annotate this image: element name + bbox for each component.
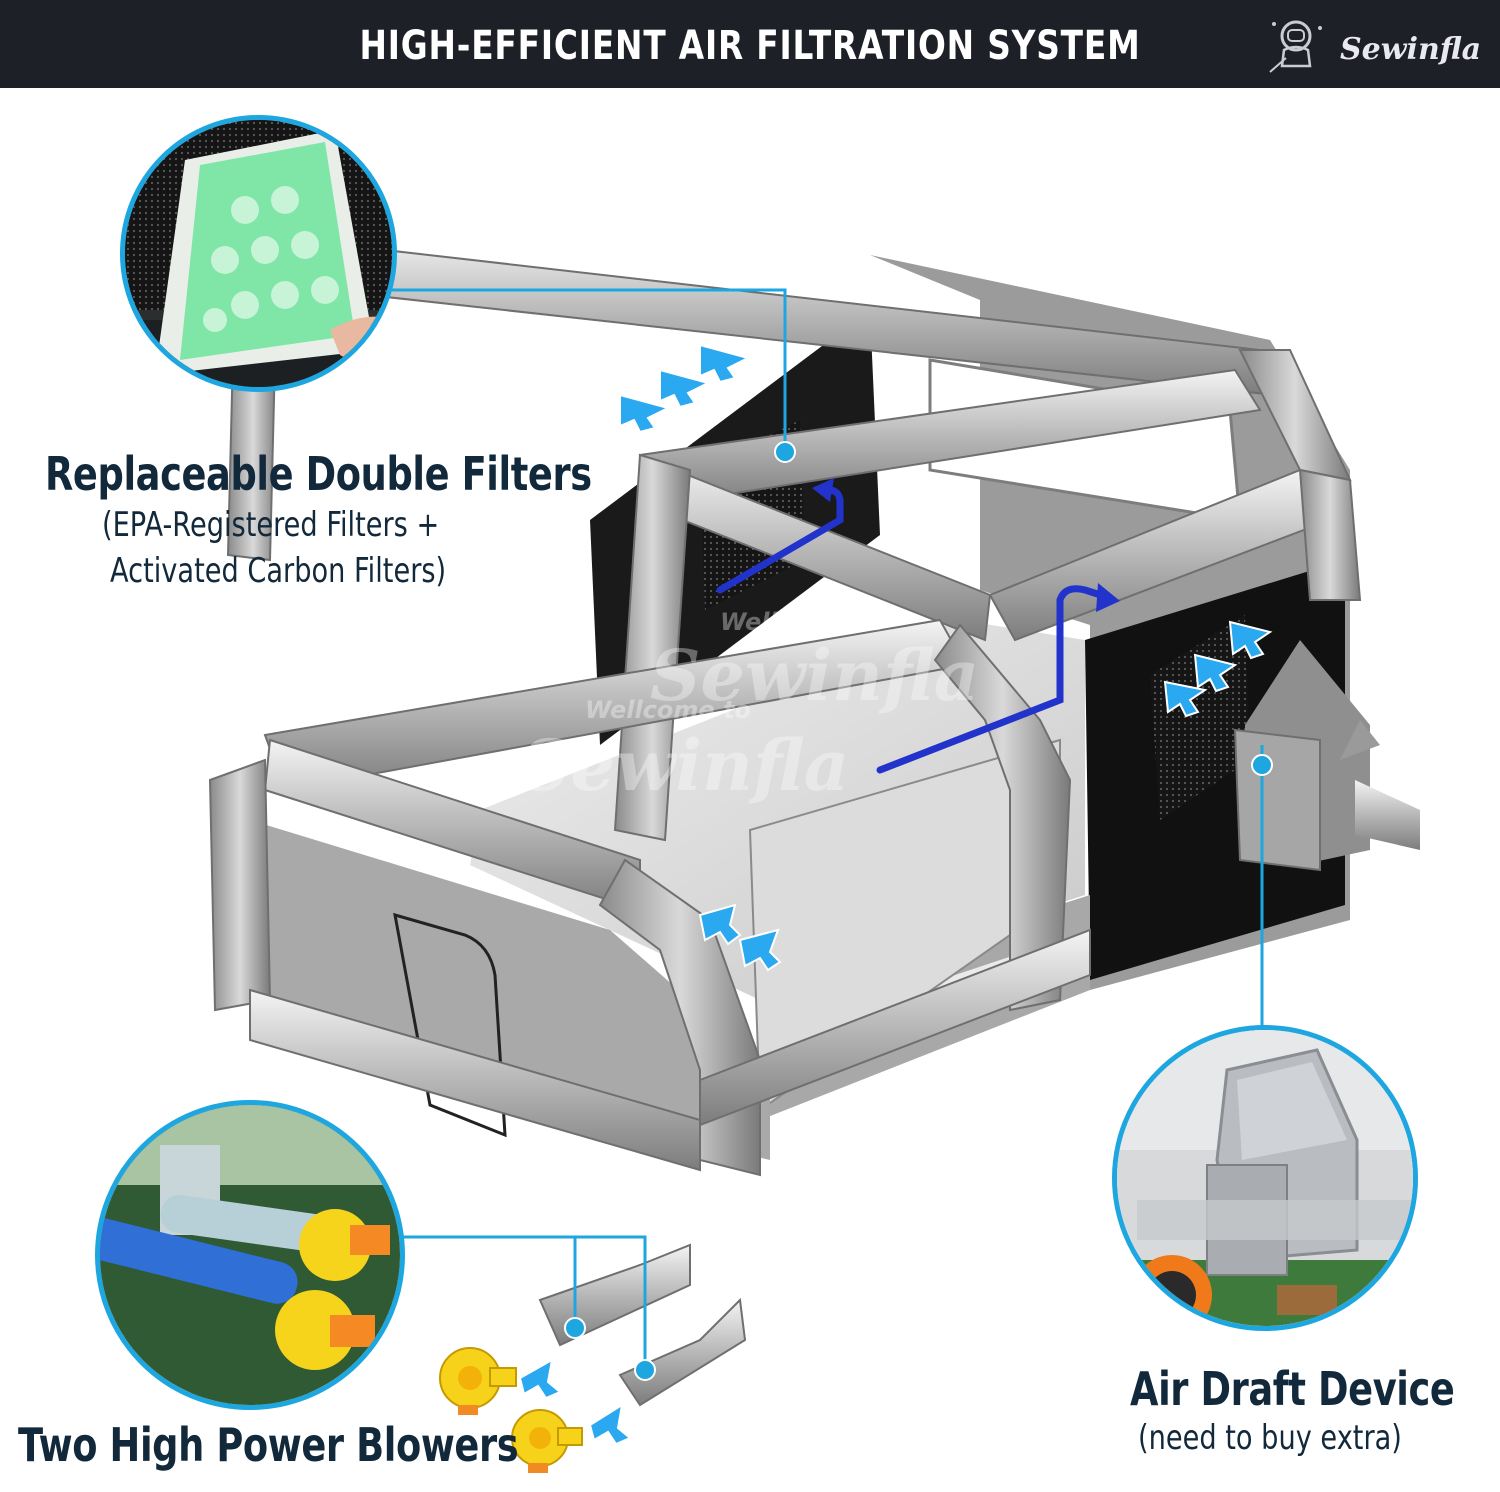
blower-inset-photo xyxy=(95,1100,405,1410)
draft-device-illustration xyxy=(1117,1030,1413,1326)
astronaut-icon xyxy=(1269,20,1322,73)
svg-text:Wellcome to: Wellcome to xyxy=(720,608,886,636)
airflow-arrows xyxy=(518,343,1273,1446)
draft-inset-photo xyxy=(1112,1025,1418,1331)
filters-title: Replaceable Double Filters xyxy=(45,447,592,501)
filter-inset-photo xyxy=(120,115,397,392)
draft-note: (need to buy extra) xyxy=(1138,1418,1402,1458)
callout-lines xyxy=(392,288,1264,1370)
header-bar: HIGH-EFFICIENT AIR FILTRATION SYSTEM Sew… xyxy=(0,0,1500,88)
svg-text:Sewinfla: Sewinfla xyxy=(520,724,849,807)
filters-line2: Activated Carbon Filters) xyxy=(110,551,447,591)
filter-media-illustration xyxy=(125,120,392,387)
airflow-path-arrowhead xyxy=(812,478,834,502)
blower-photo-illustration xyxy=(100,1105,400,1405)
page-title: HIGH-EFFICIENT AIR FILTRATION SYSTEM xyxy=(359,23,1141,69)
svg-text:Sewinfla: Sewinfla xyxy=(650,634,979,717)
brand-logo: Sewinfla xyxy=(1262,14,1482,76)
draft-title: Air Draft Device xyxy=(1130,1362,1455,1416)
tube-frame xyxy=(208,231,1362,1407)
svg-text:Wellcome to: Wellcome to xyxy=(585,696,751,724)
airflow-path-arrowhead xyxy=(1096,583,1120,612)
blowers-title: Two High Power Blowers xyxy=(18,1418,519,1472)
watermark: Wellcome to Sewinfla Wellcome to Sewinfl… xyxy=(520,608,979,807)
filters-line1: (EPA-Registered Filters + xyxy=(102,505,440,545)
brand-name: Sewinfla xyxy=(1340,32,1482,67)
blower-right xyxy=(511,1409,583,1473)
blower-left xyxy=(439,1347,517,1415)
callout-dots xyxy=(564,441,1273,1381)
